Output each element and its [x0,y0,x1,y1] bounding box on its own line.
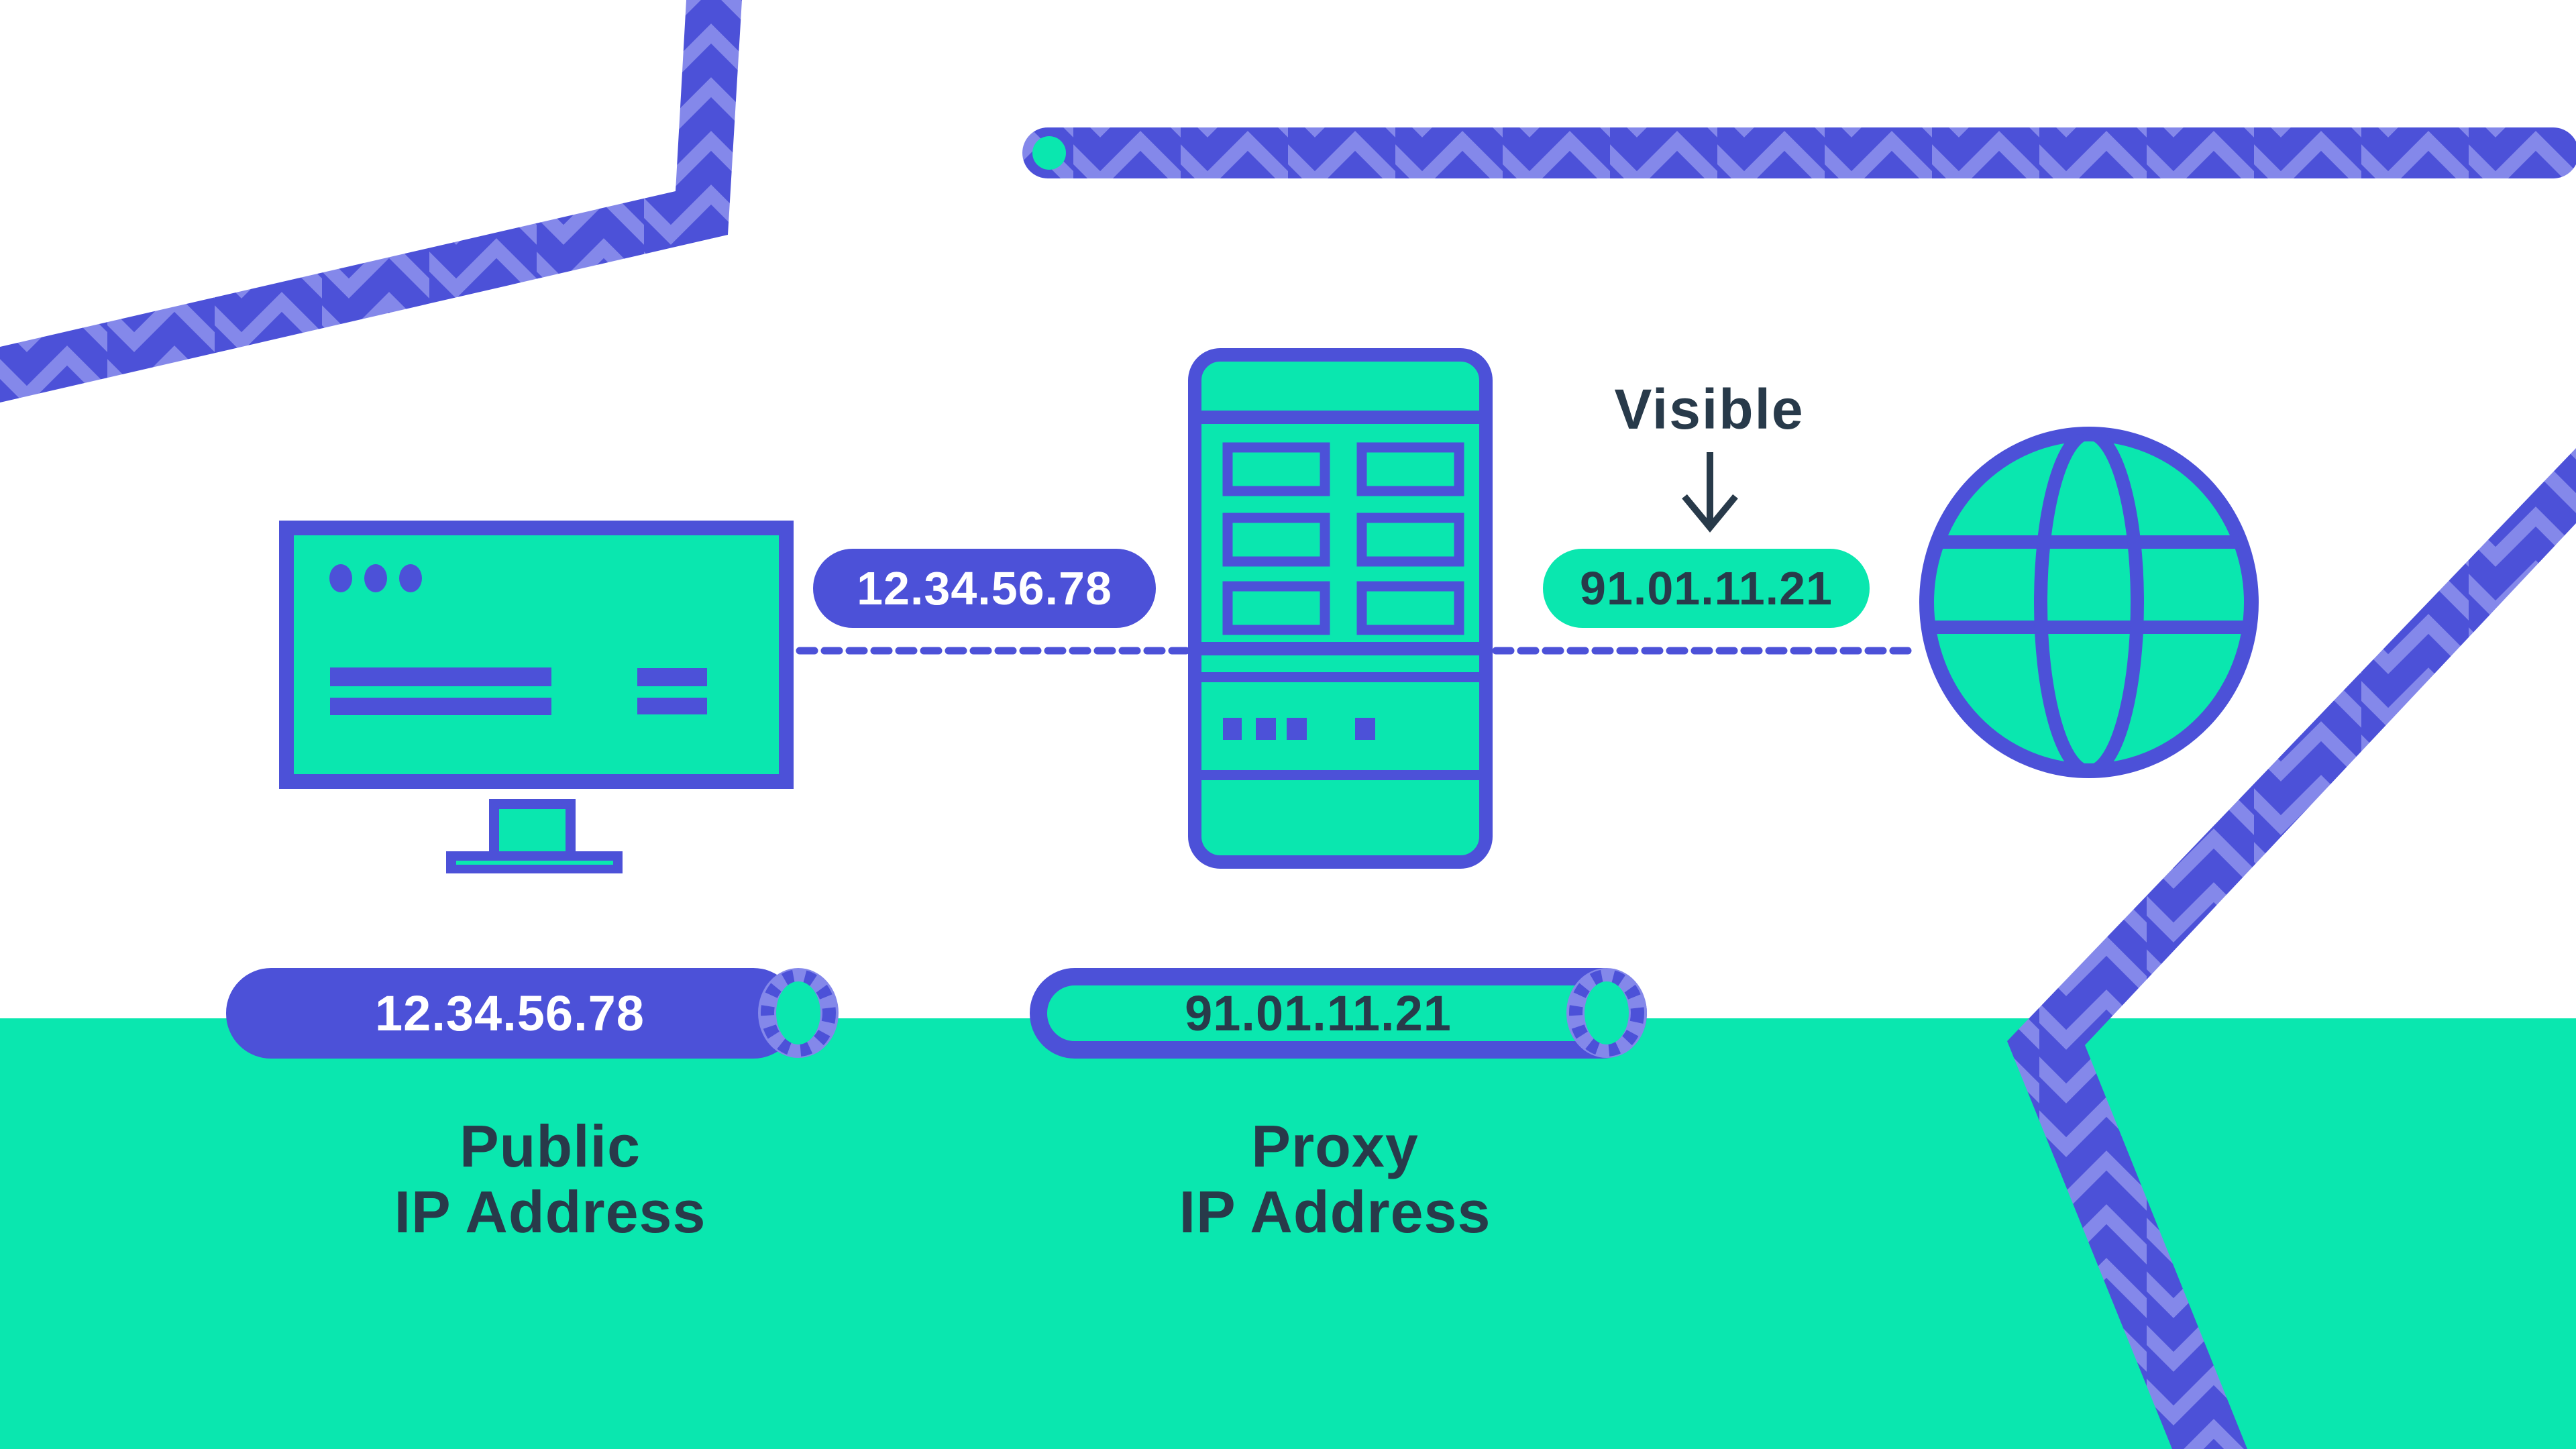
cylinder-cap-icon [758,968,839,1058]
decorative-chevron-right [2007,448,2576,1449]
public-ip-caption: Public IP Address [248,1114,852,1245]
public-ip-badge-text: 12.34.56.78 [857,562,1112,614]
green-dot-icon [1032,136,1066,170]
proxy-ip-badge-text: 91.01.11.21 [1580,562,1833,614]
visible-label: Visible [1614,378,1805,441]
public-ip-cylinder-value: 12.34.56.78 [375,985,645,1041]
cylinder-cap-icon [1566,968,1647,1058]
proxy-ip-cylinder-text: 91.01.11.21 [1043,968,1593,1059]
public-ip-badge: 12.34.56.78 [813,549,1156,628]
proxy-ip-caption-line2: IP Address [1179,1179,1491,1245]
decorative-band-top-left [0,0,742,402]
decorative-bar-top [1022,127,2576,178]
proxy-server-icon [1188,348,1493,869]
internet-globe-icon [1919,427,2259,778]
proxy-ip-cylinder-value: 91.01.11.21 [1185,985,1452,1041]
proxy-ip-caption-line1: Proxy [1251,1113,1419,1179]
computer-monitor-icon [279,521,794,873]
proxy-ip-caption: Proxy IP Address [1033,1114,1637,1245]
down-arrow-icon [1682,452,1738,533]
public-ip-caption-line2: IP Address [394,1179,706,1245]
public-ip-cylinder [226,968,839,1059]
public-ip-caption-line1: Public [459,1113,641,1179]
public-ip-cylinder-text: 12.34.56.78 [241,968,778,1059]
proxy-ip-cylinder [1030,968,1647,1059]
proxy-ip-badge: 91.01.11.21 [1543,549,1870,628]
